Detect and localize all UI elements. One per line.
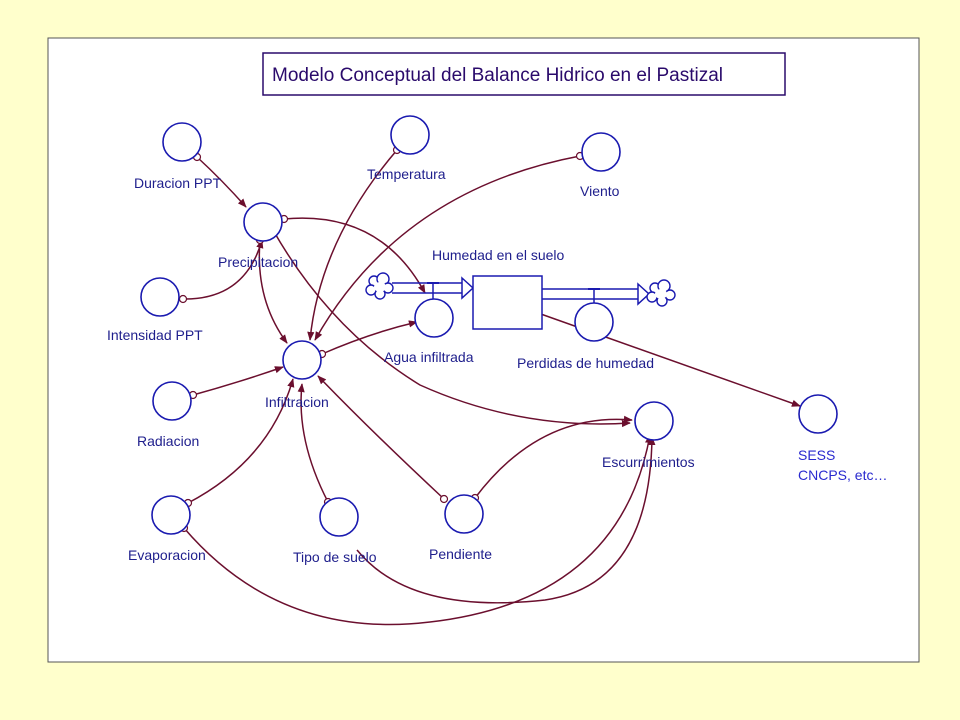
converter-temperatura-icon[interactable] — [390, 115, 430, 155]
inflow-pipe — [392, 276, 475, 300]
valve-agua-infiltrada-icon[interactable] — [414, 298, 454, 338]
connector-duracion-precipitacion — [196, 156, 247, 208]
converter-escurrimientos-icon[interactable] — [634, 401, 674, 441]
converter-tipo-suelo-icon[interactable] — [319, 497, 359, 537]
connector-tipo-infiltracion — [297, 383, 329, 503]
valve-perdidas-icon[interactable] — [574, 302, 614, 342]
flow-pipes — [392, 276, 651, 306]
connector-viento-infiltracion — [314, 155, 581, 341]
connector-precipitacion-infiltracion — [258, 239, 288, 344]
connector-precipitacion-escurrimientos — [272, 229, 631, 428]
connector-tipo-escurrimientos — [356, 436, 656, 604]
label-sess-line1: SESS — [798, 447, 835, 463]
connector-pendiente-escurrimientos — [474, 415, 633, 499]
converter-intensidad-icon[interactable] — [140, 277, 180, 317]
diagram-title: Modelo Conceptual del Balance Hidrico en… — [272, 65, 723, 86]
label-duracion: Duracion PPT — [134, 175, 222, 191]
label-precipitacion: Precipitacion — [218, 254, 298, 270]
label-temperatura: Temperatura — [367, 166, 446, 182]
converter-duracion-icon[interactable] — [162, 122, 202, 162]
label-evaporacion: Evaporacion — [128, 547, 206, 563]
label-radiacion: Radiacion — [137, 433, 199, 449]
connector-intensidad-precipitacion — [182, 239, 264, 300]
converter-infiltracion-icon[interactable] — [282, 340, 322, 380]
connector-evaporacion-infiltracion — [187, 378, 295, 504]
connector-pendiente-infiltracion — [317, 375, 445, 500]
connector-precipitacion-agua — [283, 217, 426, 294]
connectors — [182, 149, 801, 626]
label-intensidad: Intensidad PPT — [107, 327, 203, 343]
converter-pendiente-icon[interactable] — [444, 494, 484, 534]
cloud-source-icon — [365, 272, 394, 300]
label-pendiente: Pendiente — [429, 546, 492, 562]
connector-radiacion-infiltracion — [192, 366, 284, 396]
cloud-sink-icon — [646, 279, 676, 307]
converter-evaporacion-icon[interactable] — [151, 495, 191, 535]
label-viento: Viento — [580, 183, 620, 199]
connector-stock-sess — [537, 312, 801, 407]
stock-box-icon — [472, 275, 543, 330]
converter-sess-icon[interactable] — [798, 394, 838, 434]
converter-viento-icon[interactable] — [581, 132, 621, 172]
stock-label: Humedad en el suelo — [432, 247, 565, 263]
stock-humedad[interactable]: Humedad en el suelo — [432, 247, 565, 330]
label-sess-line2: CNCPS, etc… — [798, 467, 887, 483]
converter-radiacion-icon[interactable] — [152, 381, 192, 421]
outflow-pipe — [542, 282, 651, 306]
label-agua-infiltrada: Agua infiltrada — [384, 349, 474, 365]
connector-evaporacion-escurrimientos — [183, 434, 653, 626]
title-box: Modelo Conceptual del Balance Hidrico en… — [262, 52, 786, 96]
label-perdidas: Perdidas de humedad — [517, 355, 654, 371]
label-escurrimientos: Escurrimientos — [602, 454, 695, 470]
converter-precipitacion-icon[interactable] — [243, 202, 283, 242]
label-infiltracion: Infiltracion — [265, 394, 329, 410]
connector-infiltracion-agua — [321, 320, 418, 355]
connector-temperatura-infiltracion — [307, 149, 398, 341]
label-tipo-suelo: Tipo de suelo — [293, 549, 377, 565]
